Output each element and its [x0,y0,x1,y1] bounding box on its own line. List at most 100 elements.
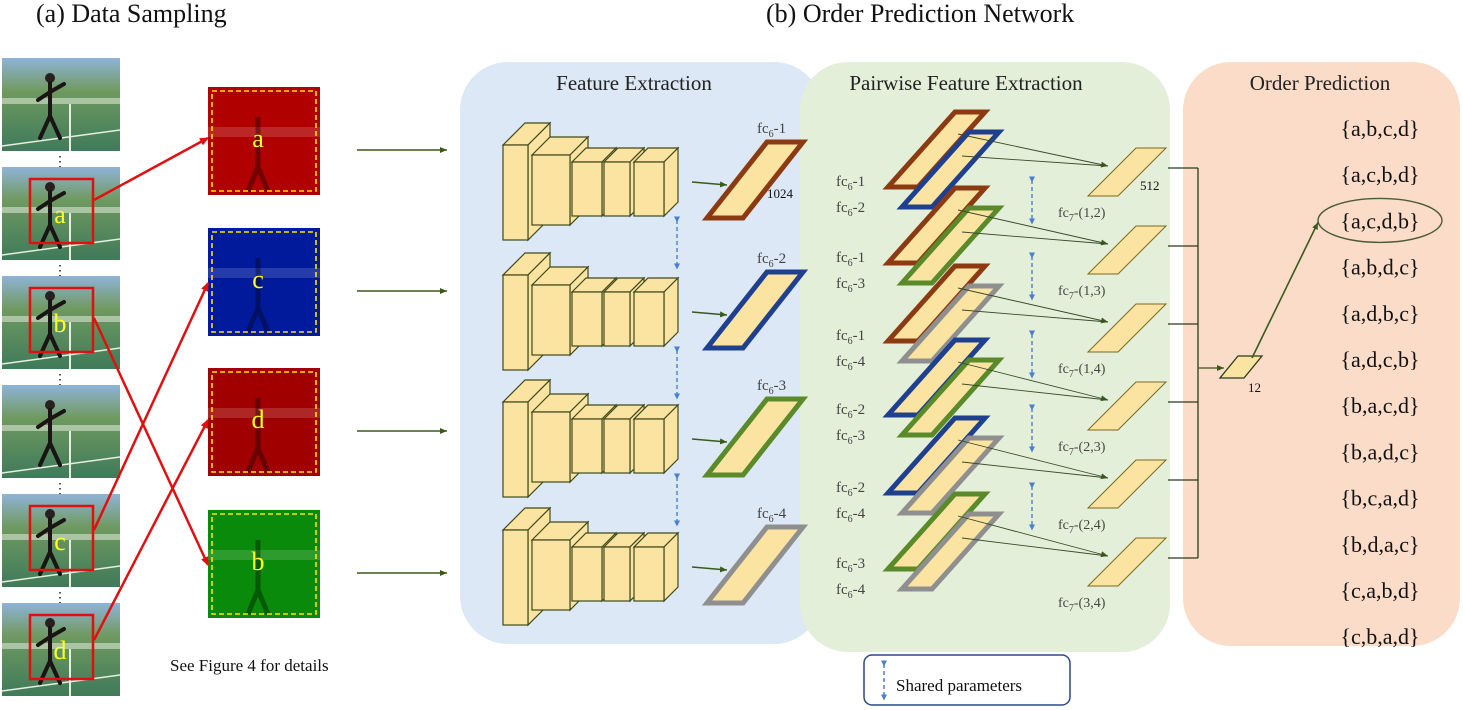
fc7-feature-vector [1086,147,1168,197]
pair-to-fc7-arrow [957,361,1109,402]
order-permutation-label: {b,a,d,c} [1340,439,1419,464]
fc7-label: fc7-(1,4) [1058,362,1106,380]
player-figure [45,182,55,192]
sampling-arrow [92,419,210,641]
pair-top-label: fc6-2 [836,480,865,499]
cnn-branch [501,251,680,372]
fc6-feature-vector [701,269,809,351]
sampled-patch: a [208,87,320,195]
pair-fc6-top [882,491,991,572]
crop-box [28,177,95,245]
panel-title-pairwise: Pairwise Feature Extraction [849,71,1083,95]
pair-fc6-top [882,263,991,344]
fc7-label: fc7-(3,4) [1058,596,1106,614]
frame-gap-dots: ⋮ [53,155,67,170]
pair-bottom-label: fc6-3 [836,276,865,295]
sampling-arrow [92,317,210,566]
order-permutation-label: {c,a,b,d} [1340,578,1419,603]
video-frame [1,58,121,151]
fc6-label: fc6-3 [757,378,786,397]
fc7-feature-vector [1086,459,1168,509]
pair-bottom-label: fc6-4 [836,582,866,601]
panel-title-order-prediction: Order Prediction [1250,71,1391,95]
prediction-arrow [1251,222,1319,359]
order-permutation-label: {a,d,c,b} [1340,347,1419,372]
pair-to-fc7-arrow [961,537,1109,557]
pair-fc6-top [882,415,991,496]
conv-layer-block [632,146,680,218]
pair-fc6-top [882,109,991,190]
sampling-arrow [92,282,210,531]
frame-letter: d [54,636,67,665]
pair-to-fc7-arrow [961,383,1109,401]
fc6-label: fc6-2 [757,251,786,270]
pair-feature-group [882,263,1005,364]
pair-to-fc7-arrow [957,439,1109,480]
pair-fc6-top [882,185,991,266]
player-figure [45,73,55,83]
pair-fc6-bottom [896,511,1005,592]
details-note: See Figure 4 for details [170,656,329,675]
highlighted-order-ellipse [1317,197,1443,244]
video-frame [1,603,121,696]
pair-bottom-label: fc6-3 [836,428,865,447]
crop-box [28,504,95,572]
fc6-dimension-label: 1024 [767,186,794,201]
pair-top-label: fc6-3 [836,556,865,575]
frame-gap-dots: ⋮ [53,264,67,279]
pair-fc6-bottom [896,357,1005,438]
sampled-patch: b [208,510,320,618]
frame-gap-dots: ⋮ [53,373,67,388]
player-figure [45,509,55,519]
pair-top-label: fc6-1 [836,174,865,193]
title-order-prediction-network: (b) Order Prediction Network [766,0,1074,28]
conv-layer-block [632,276,680,348]
patch-letter: c [252,265,264,294]
pair-to-fc7-arrow [957,209,1109,246]
pair-fc6-bottom [896,283,1005,364]
order-permutation-label: {b,c,a,d} [1340,486,1419,511]
pair-fc6-bottom [896,205,1005,286]
pair-bottom-label: fc6-4 [836,354,866,373]
frame-letter: a [54,200,66,229]
player-figure [45,400,55,410]
panel-title-feature-extraction: Feature Extraction [556,71,712,95]
pair-to-fc7-arrow [961,155,1109,167]
order-permutation-label: {a,b,d,c} [1340,255,1419,280]
panel-order-prediction [1183,62,1460,646]
fc6-feature-vector [701,396,809,478]
fc7-feature-vector [1086,225,1168,275]
pair-to-fc7-arrow [957,287,1109,324]
player-figure [45,291,55,301]
conv-layer-block [632,403,680,475]
order-permutation-label: {b,d,a,c} [1340,532,1419,557]
fc7-label: fc7-(2,3) [1058,440,1106,458]
video-frame [1,494,121,587]
pair-to-fc7-arrow [961,461,1109,479]
fc7-dimension-label: 512 [1140,178,1160,193]
patch-letter: d [252,405,265,434]
crop-box [28,613,95,681]
pair-feature-group [882,491,1005,592]
pair-feature-group [882,415,1005,516]
fc6-feature-vector [701,139,809,221]
order-permutation-label: {a,d,b,c} [1340,301,1419,326]
order-permutation-label: {c,b,a,d} [1340,624,1419,649]
patch-letter: a [252,124,264,153]
video-frame [1,276,121,369]
fc7-label: fc7-(1,3) [1058,284,1106,302]
crop-box [28,286,95,354]
fc6-label: fc6-1 [757,121,786,140]
panel-pairwise-feature-extraction [800,62,1170,652]
output-vector [1218,355,1264,379]
fc6-feature-vector [701,524,809,606]
legend-label: Shared parameters [896,676,1022,695]
fc7-label: fc7-(1,2) [1058,206,1106,224]
pair-bottom-label: fc6-2 [836,200,865,219]
video-frame [1,167,121,260]
fc7-feature-vector [1086,537,1168,587]
cnn-to-fc6-arrow [691,181,728,188]
order-permutation-label: {a,c,b,d} [1340,162,1419,187]
pair-feature-group [882,109,1005,210]
